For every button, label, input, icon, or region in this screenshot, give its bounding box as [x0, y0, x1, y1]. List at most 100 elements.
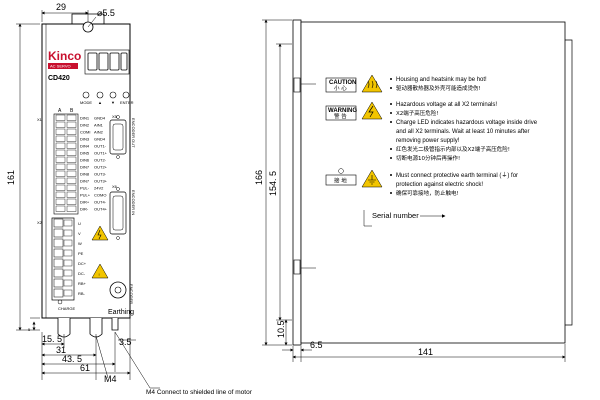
dim-side-166: 166 — [254, 170, 264, 185]
mode-button[interactable] — [82, 91, 90, 99]
x1-pin-b — [66, 205, 77, 212]
x1-pin-label-right: OUT1+ — [94, 151, 108, 156]
x2-terminal-screw — [53, 228, 64, 238]
x1-pin-a — [55, 170, 66, 177]
warning-line: 驱动器散热器及外壳可能造成烫伤! — [396, 84, 481, 92]
caution-badge — [325, 77, 357, 93]
encoder-in-label: ENCODER IN — [131, 190, 136, 215]
dim-m4-note: M4 Connect to shielded line of motor — [146, 389, 253, 396]
x2-pin-label: DC+ — [78, 261, 87, 266]
svg-text:!: ! — [99, 272, 100, 277]
dim-height-total: 161 — [6, 170, 16, 185]
ground-badge — [325, 174, 357, 186]
mode-button-label: MODE — [80, 100, 92, 105]
down-button[interactable] — [109, 91, 117, 99]
x1-pin-label-left: PUL- — [80, 186, 90, 191]
x1-pin-a — [55, 142, 66, 149]
x1-pin-label-right: OUT2- — [94, 158, 107, 163]
dim-43-5: 43. 5 — [62, 354, 82, 364]
enter-button-label: ENTER — [120, 100, 134, 105]
x1-pin-a — [55, 191, 66, 198]
x1-pin-b — [66, 128, 77, 135]
side-view: CAUTION 小 心 Housing and heatsink may be … — [292, 19, 573, 346]
x1-pin-a — [55, 177, 66, 184]
enter-button[interactable] — [122, 91, 130, 99]
up-button-label: ▲ — [98, 100, 102, 105]
x1-pin-label-right: OUT3- — [94, 172, 107, 177]
x6-port-label: X6 — [112, 184, 118, 189]
dim-hole-dia: ⌀5.5 — [97, 8, 115, 18]
side-dimension-labels: 166 154. 5 10.5 6.5 141 — [254, 170, 433, 357]
x1-pin-label-right: OUT4- — [94, 200, 107, 205]
warning-badge — [325, 105, 357, 121]
x5-label: X5 — [112, 114, 118, 119]
side-dimensions — [262, 19, 566, 362]
warning-label: WARNING — [328, 108, 357, 114]
dim-15-5: 15. 5 — [42, 334, 62, 344]
x1-pin-label-right: 24V2 — [94, 186, 104, 191]
dim-bottom-5: 5 — [28, 327, 31, 332]
x1-pin-label-left: COMI — [80, 130, 90, 135]
x1-pin-b — [66, 170, 77, 177]
x1-pin-label-left: PUL+ — [80, 193, 91, 198]
x1-pin-b — [66, 156, 77, 163]
dim-top-width: 29 — [56, 2, 66, 12]
warning-line: 红色发光二极管指示内部以及X2端子高压危险! — [396, 145, 510, 153]
warning-line: Must connect protective earth terminal (… — [396, 172, 518, 179]
brand-logo: Kinco — [48, 49, 81, 63]
x1-pin-label-right: COMO — [94, 193, 106, 198]
dim-side-6-5: 6.5 — [310, 340, 323, 350]
x2-terminal-screw — [53, 248, 64, 258]
x1-pin-label-right: OUT3+ — [94, 179, 108, 184]
x1-pin-label-right: GND4 — [94, 116, 106, 121]
warning-line: Housing and heatsink may be hot! — [396, 77, 487, 83]
x1-pin-label-right: OUT1- — [94, 144, 107, 149]
panel-buttons: MODE ▲ ▼ ENTER — [80, 91, 134, 105]
x1-pin-label-left: DIN7 — [80, 165, 90, 170]
x1-pin-label-left: DIN7 — [80, 179, 90, 184]
encoder-in-connector — [109, 187, 127, 240]
charge-label: CHARGE — [58, 306, 75, 311]
bottom-mounting-slots — [57, 318, 119, 338]
x1-col-a: A — [58, 108, 62, 114]
charge-led — [57, 299, 63, 305]
model-label: CD420 — [48, 75, 70, 82]
x2-terminal-screw — [53, 288, 64, 298]
up-button[interactable] — [96, 91, 104, 99]
x1-pin-a — [55, 205, 66, 212]
warning-text: Hazardous voltage at all X2 terminals!X2… — [390, 102, 538, 162]
x1-col-b: B — [70, 108, 74, 114]
x1-pin-b — [66, 121, 77, 128]
caution-text: Housing and heatsink may be hot!驱动器散热器及外… — [390, 77, 487, 92]
warning-line: 确保可靠接地，防止触电! — [396, 189, 459, 197]
x1-pin-label-right: AIN1 — [94, 123, 104, 128]
x1-pin-b — [66, 163, 77, 170]
x1-pin-label-left: DIN3 — [80, 137, 90, 142]
x1-pin-label-left: DIR- — [80, 207, 89, 212]
dim-side-10-5: 10.5 — [276, 320, 286, 338]
x2-pin-label: PE — [78, 251, 84, 256]
x2-pin-label: V — [78, 231, 81, 236]
ground-zh: 接 地 — [334, 177, 347, 185]
ground-warning-icon — [361, 169, 383, 188]
warning-line: protection against electric shock! — [396, 182, 483, 188]
dim-31: 31 — [56, 345, 66, 355]
x1-pin-label-left: DIN8 — [80, 172, 90, 177]
x1-pin-label-right: OUT4+ — [94, 207, 108, 212]
encoder-out-label: ENCODER OUT — [131, 118, 136, 148]
x1-pin-b — [66, 142, 77, 149]
warning-line: and all X2 terminals. Wait at least 10 m… — [396, 129, 530, 135]
front-warning-icon-2: ! — [91, 263, 109, 279]
x1-pin-b — [66, 191, 77, 198]
down-button-label: ▼ — [111, 100, 115, 105]
x1-pin-label-left: DIN5 — [80, 151, 90, 156]
front-dimension-labels: 29 ⌀5.5 161 5 15. 5 31 43. 5 61 3.5 M4 M… — [6, 2, 253, 396]
warning-line: 切断电源10分钟后再操作! — [396, 154, 460, 162]
warning-line: removing power supply! — [396, 138, 460, 144]
x2-pin-label: RB- — [78, 291, 86, 296]
x1-pin-b — [66, 184, 77, 191]
warning-line: Charge LED indicates hazardous voltage i… — [396, 120, 538, 126]
brand-sub-badge — [48, 63, 78, 69]
